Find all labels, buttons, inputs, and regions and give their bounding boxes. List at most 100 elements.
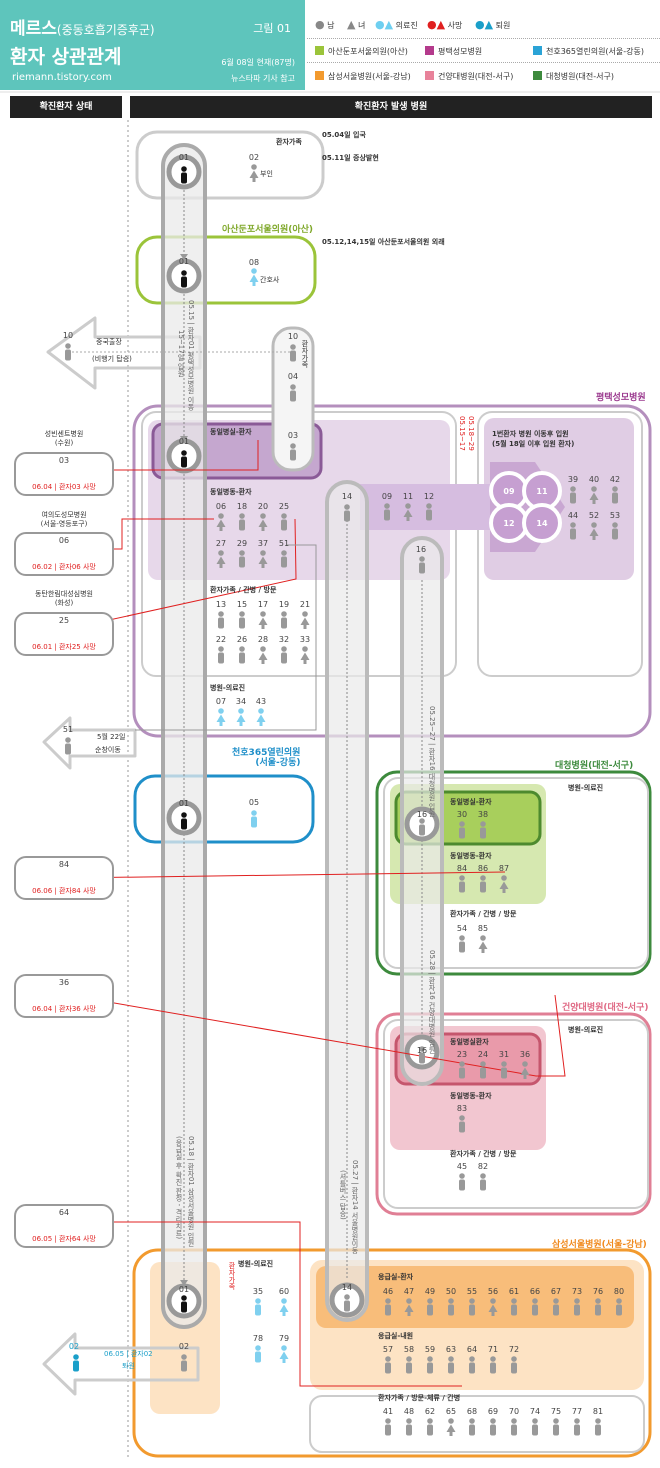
legend-konyang: 건양대병원(대전-서구) <box>425 71 513 82</box>
patient-figure <box>258 611 268 629</box>
nurse-label: 간호사 <box>260 276 280 284</box>
patient-figure <box>385 1298 391 1316</box>
patient-42: 42 <box>609 475 621 484</box>
route-p14-shuttle: (셔틀버스 탑승) <box>339 1170 347 1220</box>
title-subtitle: 환자 상관관계 <box>10 46 122 68</box>
patient-01-figure <box>181 166 187 184</box>
p-room-label: 동일병실-환자 <box>210 428 252 436</box>
patient-01-figure <box>181 270 187 288</box>
patient-14: 14 <box>341 492 353 501</box>
death-icon: ●▲ <box>427 18 446 31</box>
patient-22: 22 <box>215 635 227 644</box>
patient-figure <box>427 1298 433 1316</box>
patient-figure <box>612 486 618 504</box>
patient-30: 30 <box>456 810 468 819</box>
patient-figure <box>459 875 465 893</box>
hospital-title-asan: 아산둔포서울의원(아산) <box>222 225 314 235</box>
patient-51-transfer: 51 <box>62 725 74 734</box>
site-url[interactable]: riemann.tistory.com <box>12 72 112 83</box>
patient-figure <box>459 1061 465 1079</box>
patient-figure <box>236 708 246 726</box>
patient-figure <box>406 1418 412 1436</box>
patient-81: 81 <box>592 1407 604 1416</box>
patient-figure <box>281 550 287 568</box>
route-p14-samsung: 05.27 | 환자14 서울병원이동 <box>351 1160 359 1254</box>
patient-24: 24 <box>477 1050 489 1059</box>
patient-55: 55 <box>466 1287 478 1296</box>
p03-hospital-label: 성빈센트병원(수원) <box>44 430 84 447</box>
patient-16-top: 16 <box>415 545 427 554</box>
patient-16-figure <box>419 556 425 574</box>
s-family-label: 환자가족 / 방문-체류 / 간병 <box>378 1394 461 1402</box>
patient-29: 29 <box>236 539 248 548</box>
patient-figure <box>480 821 486 839</box>
patient-86: 86 <box>477 864 489 873</box>
p-ward-label: 동일병동-환자 <box>210 488 252 496</box>
patient-09: 09 <box>381 492 393 501</box>
patient-figure <box>258 646 268 664</box>
family-side-label: 환자가족 <box>301 340 309 368</box>
patient-71: 71 <box>487 1345 499 1354</box>
d-room-label: 동일병실-환자 <box>450 798 492 806</box>
patient-38: 38 <box>477 810 489 819</box>
hospital-title-daecheong: 대청병원(대전-서구) <box>555 761 634 771</box>
patient-79: 79 <box>278 1334 290 1343</box>
patient-figure <box>459 935 465 953</box>
patient-01-figure <box>181 450 187 468</box>
entry-note: 05.04일 입국 <box>322 131 366 139</box>
patient-07: 07 <box>215 697 227 706</box>
patient-80: 80 <box>613 1287 625 1296</box>
patient-figure <box>574 1298 580 1316</box>
patient-15: 15 <box>236 600 248 609</box>
patient-figure <box>612 522 618 540</box>
circle-patient-12: 12 <box>503 519 515 528</box>
k-ward-label: 동일병동-환자 <box>450 1092 492 1100</box>
section-status: 확진환자 상태 <box>10 96 122 118</box>
patient-figure <box>239 513 245 531</box>
patient-10-figure <box>290 344 296 362</box>
patient-figure <box>501 1061 507 1079</box>
patient-51: 51 <box>278 539 290 548</box>
patient-figure <box>469 1356 475 1374</box>
patient-figure <box>281 513 287 531</box>
patient-02-figure <box>181 1354 187 1372</box>
patient-figure <box>427 1356 433 1374</box>
patient-44: 44 <box>567 511 579 520</box>
patient-figure <box>469 1418 475 1436</box>
patient-figure <box>239 611 245 629</box>
patient-74: 74 <box>529 1407 541 1416</box>
wife-label: 부인 <box>260 170 273 178</box>
patient-16-konyang: 16 <box>416 1046 428 1055</box>
patient-20: 20 <box>257 502 269 511</box>
patient-figure <box>255 1345 261 1363</box>
s-medical-label: 병원-의료진 <box>238 1260 274 1268</box>
patient-figure <box>239 646 245 664</box>
patient-26: 26 <box>236 635 248 644</box>
legend-pyeongtaek: 평택성모병원 <box>425 46 482 57</box>
patient-figure <box>553 1418 559 1436</box>
legend-asan: 아산둔포서울의원(아산) <box>315 46 408 57</box>
p-medical-label: 병원-의료진 <box>210 684 246 692</box>
patient-72: 72 <box>508 1345 520 1354</box>
patient-47: 47 <box>403 1287 415 1296</box>
legend-male: ● 남 <box>315 18 335 31</box>
patient-14-figure <box>344 1294 350 1312</box>
patient-figure <box>384 503 390 521</box>
route-p01-pyeongtaek: 05.15 | 환자01 평택성모병원 이동 <box>187 300 195 411</box>
patient-85: 85 <box>477 924 489 933</box>
patient-16-figure <box>419 818 425 836</box>
patient-10-figure <box>65 343 71 361</box>
legend-samsung: 삼성서울병원(서울-강남) <box>315 71 411 82</box>
patient-52: 52 <box>588 511 600 520</box>
patient-figure <box>553 1298 559 1316</box>
patient-53: 53 <box>609 511 621 520</box>
legend-death: ●▲ 사망 <box>427 18 463 31</box>
patient-78: 78 <box>252 1334 264 1343</box>
